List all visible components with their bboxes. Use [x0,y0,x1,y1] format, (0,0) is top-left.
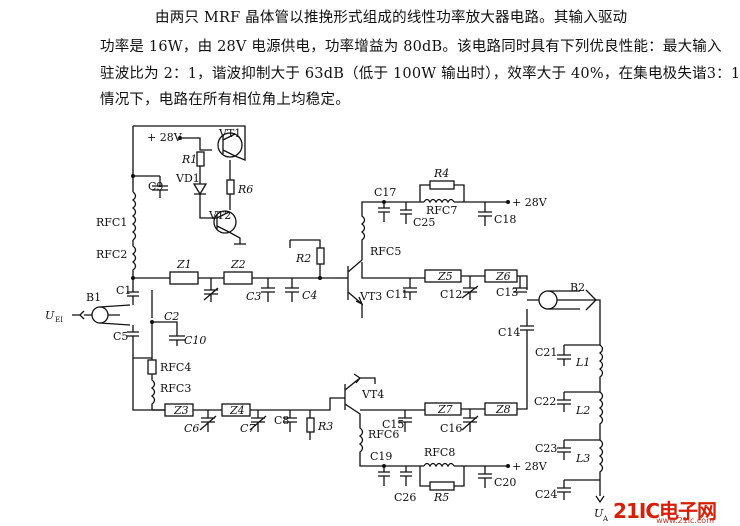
label-c3: C3 [246,290,261,303]
watermark-logo: 21IC电子网 [613,499,717,523]
label-c24: C24 [535,488,557,501]
circuit-diagram: + 28V VT1 R1 VD1 R6 C9 VT2 RFC1 RFC2 C1 … [45,125,609,523]
label-c18: C18 [494,213,516,226]
label-rfc7: RFC7 [426,204,457,217]
vt4-collector-supply [358,424,510,491]
label-uei: U [45,309,55,322]
label-z3: Z3 [173,404,189,417]
r6-resistor [226,179,235,195]
label-z8: Z8 [495,403,511,416]
label-c19: C19 [370,450,392,463]
label-c14: C14 [498,326,520,339]
label-z2: Z2 [230,258,246,271]
vt2-transistor-symbol [213,210,237,234]
label-z7: Z7 [437,403,453,416]
component-labels: + 28V VT1 R1 VD1 R6 C9 VT2 RFC1 RFC2 C1 … [45,127,609,523]
label-c22: C22 [534,395,556,408]
label-vt2: VT2 [208,209,231,222]
label-z4: Z4 [229,404,245,417]
label-ua: U [594,507,604,520]
label-r1: R1 [181,153,197,166]
rfc1-rfc2-chokes [131,182,137,280]
label-r3: R3 [317,420,333,433]
label-c16: C16 [440,422,462,435]
r3-resistor [306,417,315,433]
lower-input-line [132,358,345,440]
r1-resistor [196,151,205,167]
description-line-3: 驻波比为 2：1，谐波抑制大于 63dB（低于 100W 输出时），效率大于 4… [100,66,740,82]
label-c8: C8 [274,414,289,427]
label-c13: C13 [496,286,518,299]
r2-resistor [316,247,325,265]
label-z1: Z1 [176,258,192,271]
input-section [72,278,185,410]
label-l2: L2 [575,404,590,417]
label-vt4: VT4 [361,388,384,401]
description-line-1: 由两只 MRF 晶体管以推挽形式组成的线性功率放大器电路。其输入驱动 [155,10,628,26]
label-vt3: VT3 [359,290,382,303]
label-r2: R2 [295,252,311,265]
upper-output-line [361,262,601,395]
label-ua-sub: A [602,515,609,523]
label-vd1: VD1 [175,172,200,185]
label-c2: C2 [164,310,179,323]
r5-resistor [429,481,455,491]
lower-output-line [360,395,528,432]
label-l1: L1 [575,356,590,369]
r4-resistor [429,180,455,190]
label-c25: C25 [413,216,435,229]
label-c23: C23 [535,442,557,455]
vd1-diode [192,183,208,196]
label-c21: C21 [535,346,557,359]
label-28v-top: + 28V [147,131,183,144]
label-c15: C15 [382,418,404,431]
vt3-transistor [335,250,364,318]
label-rfc4: RFC4 [160,361,191,374]
b2-coax-transformer [538,290,558,310]
label-c11: C11 [386,288,408,301]
bias-network [131,125,246,245]
label-b1: B1 [86,291,101,304]
b1-coax-transformer [91,306,109,324]
label-c26: C26 [394,491,416,504]
label-c9: C9 [148,180,163,193]
label-rfc6: RFC6 [368,428,399,441]
label-rfc8: RFC8 [424,446,455,459]
upper-input-line [133,239,335,302]
label-c7: C7 [240,422,255,435]
label-c5: C5 [113,330,128,343]
label-rfc3: RFC3 [160,382,191,395]
z1-line [169,271,199,285]
label-z5: Z5 [437,270,453,283]
label-c4: C4 [302,289,317,302]
label-r4: R4 [433,167,449,180]
label-c1: C1 [116,284,131,297]
label-b2: B2 [570,281,585,294]
label-uei-sub: EI [55,316,63,324]
label-rfc5: RFC5 [370,245,401,258]
watermark-url: www.21ic.com [656,516,714,525]
label-z6: Z6 [495,270,511,283]
label-c12: C12 [440,288,462,301]
label-c20: C20 [494,476,516,489]
vt1-transistor-symbol [217,132,243,158]
label-c6: C6 [184,422,199,435]
label-28v-mid: + 28V [512,196,548,209]
label-28v-bot: + 28V [512,460,548,473]
label-rfc2: RFC2 [96,248,127,261]
label-c17: C17 [374,186,396,199]
output-filter [557,330,605,504]
description-line-2: 功率是 16W，由 28V 电源供电，功率增益为 80dB。该电路同时具有下列优… [100,39,722,55]
label-rfc1: RFC1 [96,216,127,229]
z2-line [223,271,253,285]
vt3-collector-supply [360,180,510,250]
description-line-4: 情况下，电路在所有相位角上均稳定。 [100,92,350,108]
label-c10: C10 [184,334,206,347]
label-r6: R6 [237,183,253,196]
label-l3: L3 [575,452,590,465]
label-r5: R5 [433,491,449,504]
vt4-transistor [344,373,376,424]
label-vt1: VT1 [218,127,241,140]
